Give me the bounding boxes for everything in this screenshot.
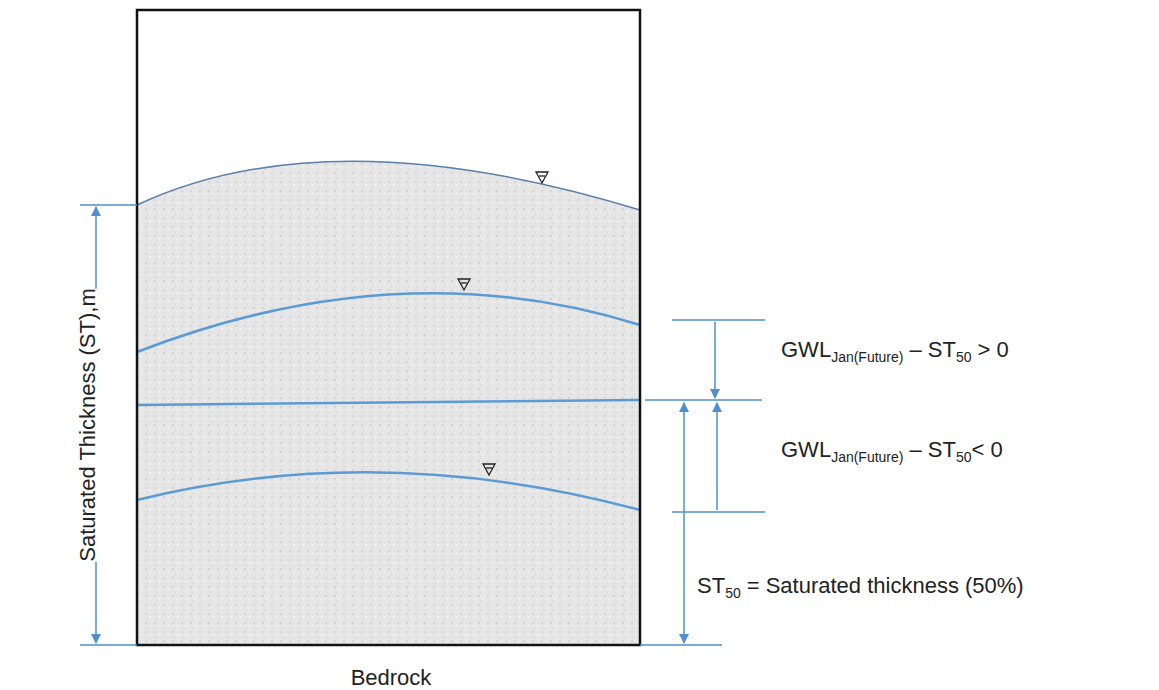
label-text: – ST xyxy=(909,337,955,362)
label-text: Bedrock xyxy=(351,665,432,690)
label-text: < 0 xyxy=(972,437,1003,462)
label-text: Saturated Thickness (ST),m xyxy=(75,288,100,561)
subscript-text: Jan(Future) xyxy=(831,349,903,365)
subscript-text: 50 xyxy=(725,585,741,601)
label-text: – ST xyxy=(909,437,955,462)
dimension-label: GWLJan(Future) – ST50< 0 xyxy=(781,436,1003,471)
dimension-label: ST50 = Saturated thickness (50%) xyxy=(697,572,1024,607)
subscript-text: 50 xyxy=(956,449,972,465)
label-text: ST xyxy=(697,573,725,598)
label-text: > 0 xyxy=(978,337,1009,362)
label-text: = Saturated thickness (50%) xyxy=(747,573,1024,598)
subscript-text: 50 xyxy=(956,349,972,365)
dimension-label: GWLJan(Future) – ST50 > 0 xyxy=(781,336,1009,371)
label-text: GWL xyxy=(781,337,831,362)
base-label: Bedrock xyxy=(351,664,432,690)
subscript-text: Jan(Future) xyxy=(831,449,903,465)
label-text: GWL xyxy=(781,437,831,462)
axis-label: Saturated Thickness (ST),m xyxy=(74,288,102,561)
